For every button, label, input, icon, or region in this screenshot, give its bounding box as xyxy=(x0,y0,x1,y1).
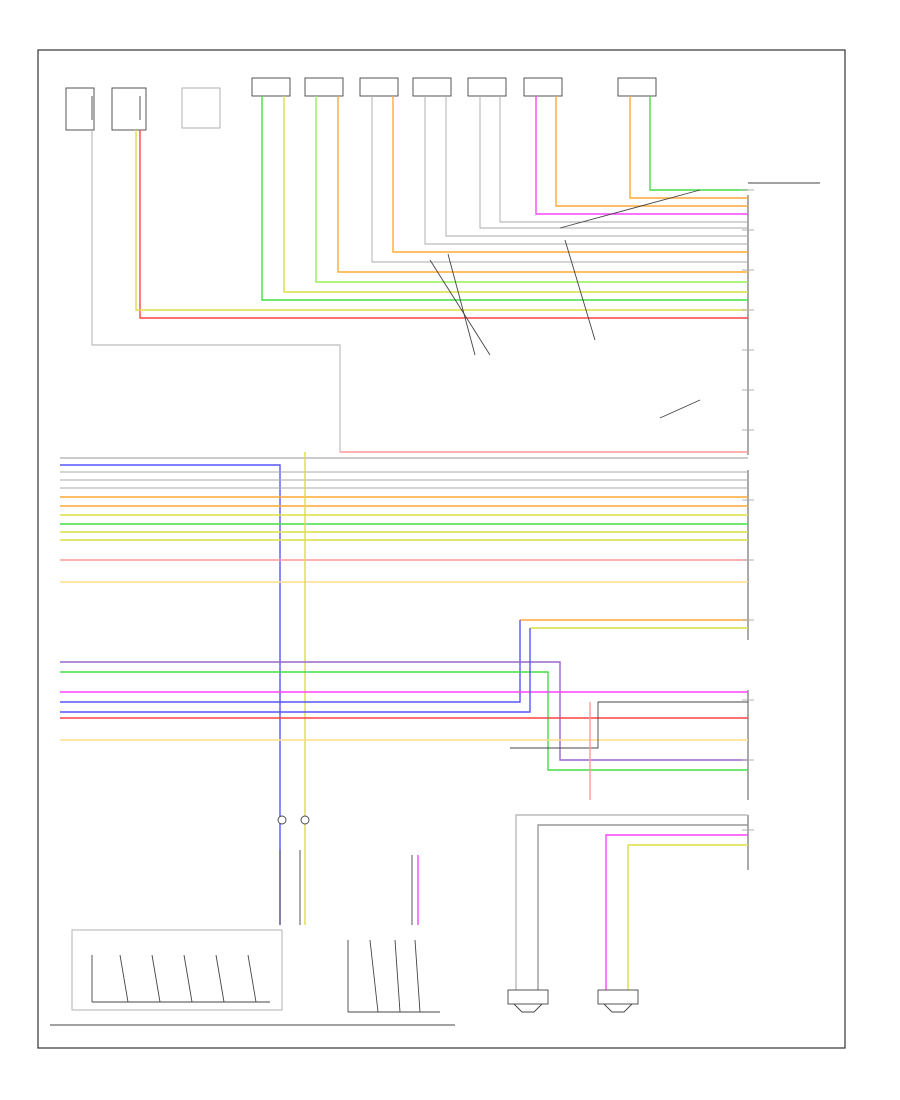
speaker-right xyxy=(597,989,639,1013)
horn-switch-block xyxy=(347,855,440,1013)
connector-5 xyxy=(467,77,507,97)
connector-1 xyxy=(251,77,291,97)
module-pin-strip-top xyxy=(747,182,820,455)
lower-wire-bus xyxy=(60,619,748,800)
module-pin-ticks xyxy=(742,189,754,831)
speaker-left xyxy=(507,989,549,1013)
connector-6 xyxy=(523,77,563,97)
fuse-box-group xyxy=(65,87,221,131)
upper-wire-bundle xyxy=(91,96,748,453)
clockspring-connector xyxy=(277,815,310,925)
fuse-box-right xyxy=(111,87,147,131)
speaker-wiring xyxy=(515,814,748,990)
middle-wire-bus xyxy=(60,452,748,925)
connector-3 xyxy=(359,77,399,97)
connector-2 xyxy=(304,77,344,97)
callout-leaders xyxy=(429,189,701,419)
fuse-box-left xyxy=(65,87,95,131)
steering-switch-block xyxy=(50,929,455,1026)
connector-4 xyxy=(412,77,452,97)
top-connector-row xyxy=(251,77,657,97)
connector-7 xyxy=(617,77,657,97)
diagram-frame xyxy=(37,49,846,1049)
